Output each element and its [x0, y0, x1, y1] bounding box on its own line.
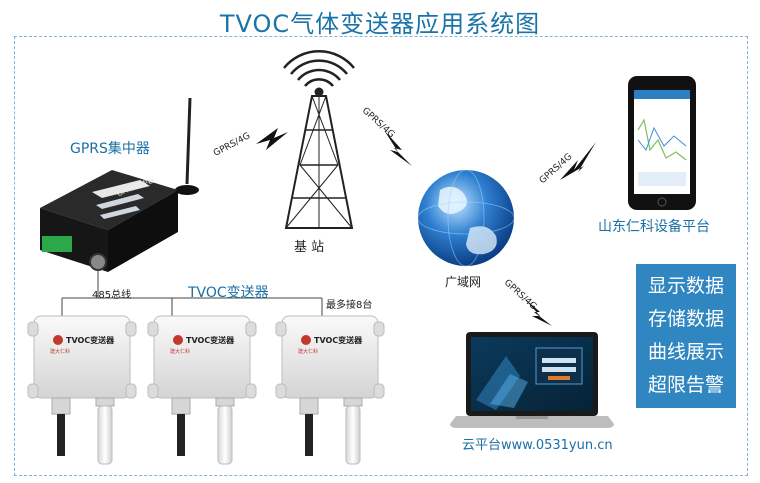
base-station-label: 基 站 [294, 240, 325, 255]
max-devices-label: 最多接8台 [326, 300, 373, 311]
diagram-title: TVOC气体变送器应用系统图 [219, 10, 541, 38]
base-station-tower [283, 50, 355, 229]
transmitter-3 [275, 315, 385, 465]
transmitter-2 [147, 315, 257, 465]
transmitter-1-logo-text: 建大仁科 [50, 349, 71, 355]
transmitter-1 [27, 315, 137, 465]
transmitters-label: TVOC变送器 [188, 285, 269, 301]
signal-bolts [256, 128, 596, 326]
transmitter-2-face-label: TVOC变送器 [186, 336, 235, 345]
features-panel: 显示数据 存储数据 曲线展示 超限告警 [636, 264, 736, 408]
transmitter-2-logo-text: 建大仁科 [170, 349, 191, 355]
rs485-bus-lines [61, 270, 323, 316]
wan-globe [417, 169, 515, 267]
concentrator-label: GPRS集中器 [70, 141, 150, 157]
wan-label: 广域网 [445, 275, 482, 289]
platform-label: 山东仁科设备平台 [598, 219, 710, 235]
laptop [450, 332, 614, 428]
feature-store-data: 存储数据 [647, 308, 724, 330]
feature-curve-display: 曲线展示 [647, 341, 724, 363]
diagram-frame [14, 36, 748, 476]
smartphone [628, 76, 696, 210]
feature-overlimit-alarm: 超限告警 [647, 374, 724, 396]
feature-display-data: 显示数据 [647, 275, 724, 297]
cloud-platform-label: 云平台www.0531yun.cn [462, 438, 613, 453]
transmitter-1-face-label: TVOC变送器 [66, 336, 115, 345]
transmitter-3-logo-text: 建大仁科 [298, 349, 319, 355]
rs485-bus-label: 485总线 [92, 290, 132, 301]
gprs-concentrator-device [40, 97, 199, 272]
transmitter-3-face-label: TVOC变送器 [314, 336, 363, 345]
